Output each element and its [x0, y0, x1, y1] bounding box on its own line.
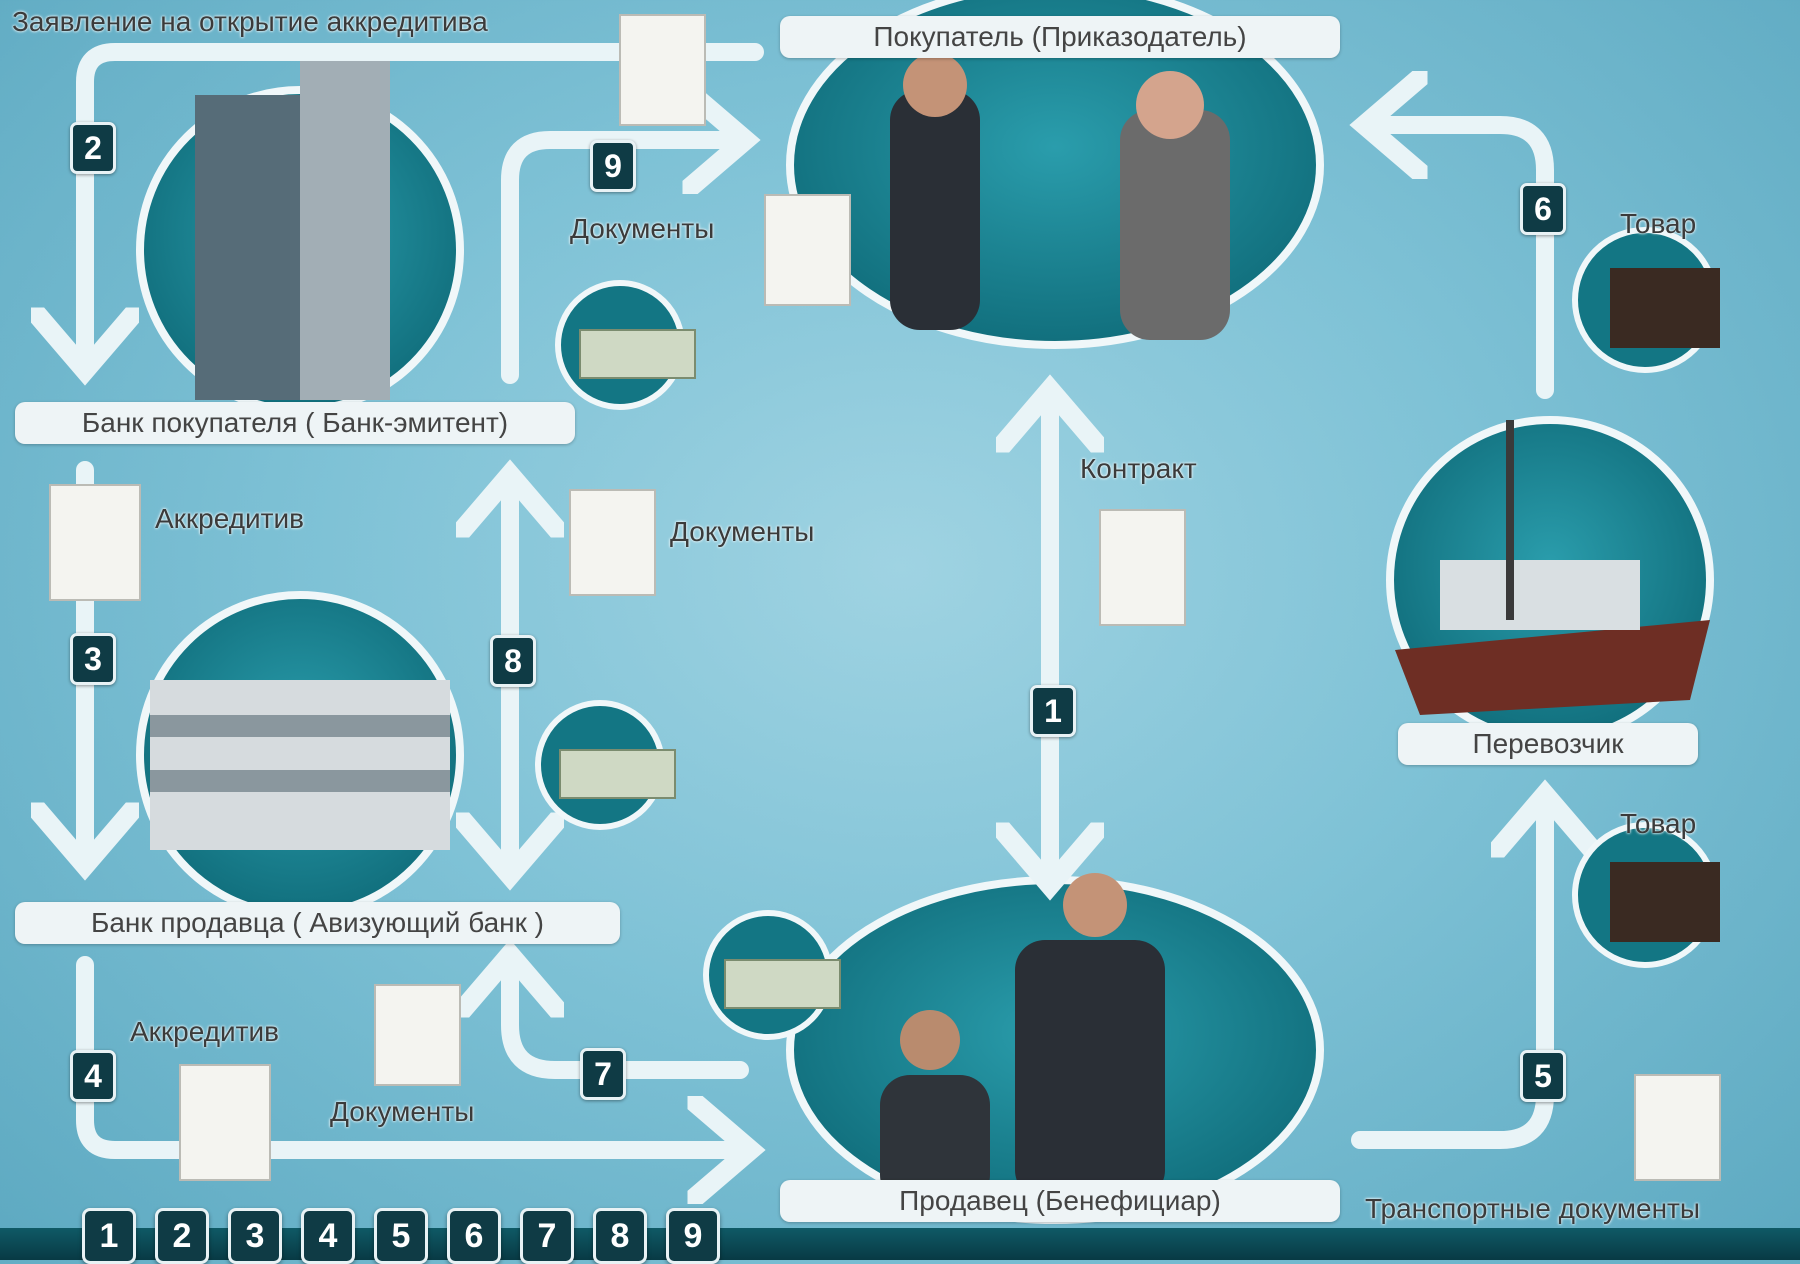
letter-of-credit-label-2: Аккредитив [130, 1016, 280, 1047]
seller-bank-photo [136, 591, 464, 919]
document-icon [619, 14, 706, 126]
document-icon [49, 484, 141, 601]
money-icon [555, 280, 696, 410]
money-icon [535, 700, 676, 830]
nav-step-1-button[interactable]: 1 [82, 1208, 136, 1264]
document-icon [569, 489, 656, 596]
nav-step-8-button[interactable]: 8 [593, 1208, 647, 1264]
goods-box-icon [1572, 227, 1720, 373]
step-badge-5: 5 [1520, 1050, 1566, 1102]
document-icon [764, 194, 851, 306]
step-badge-2: 2 [70, 122, 116, 174]
nav-step-9-button[interactable]: 9 [666, 1208, 720, 1264]
goods-label-bottom: Товар [1620, 808, 1697, 839]
step-badge-1: 1 [1030, 685, 1076, 737]
step-badge-8: 8 [490, 635, 536, 687]
arrow-step-7 [510, 960, 749, 1079]
step-badge-7: 7 [580, 1048, 626, 1100]
goods-box-icon [1572, 822, 1720, 968]
arrow-step-2 [85, 43, 764, 365]
bottom-navbar [0, 1228, 1800, 1260]
documents-label-top: Документы [570, 213, 715, 244]
nav-step-4-button[interactable]: 4 [301, 1208, 355, 1264]
buyer-label: Покупатель (Приказодатель) [780, 16, 1340, 58]
application-label: Заявление на открытие аккредитива [12, 6, 488, 37]
goods-label-top: Товар [1620, 208, 1697, 239]
nav-step-5-button[interactable]: 5 [374, 1208, 428, 1264]
document-icon [179, 1064, 271, 1181]
money-icon [703, 910, 841, 1040]
arrow-step-6 [1370, 125, 1554, 399]
carrier-photo [1386, 416, 1714, 744]
step-badge-6: 6 [1520, 183, 1566, 235]
document-icon [1634, 1074, 1721, 1181]
nav-step-6-button[interactable]: 6 [447, 1208, 501, 1264]
nav-step-3-button[interactable]: 3 [228, 1208, 282, 1264]
documents-label-mid: Документы [670, 516, 815, 547]
documents-label-bottom: Документы [330, 1096, 475, 1127]
contract-label: Контракт [1080, 453, 1197, 484]
arrow-step-5 [1351, 800, 1545, 1149]
document-icon [374, 984, 461, 1086]
arrow-step-4 [76, 956, 745, 1150]
arrow-step-9 [501, 140, 740, 384]
letter-of-credit-label-1: Аккредитив [155, 503, 305, 534]
carrier-label: Перевозчик [1398, 723, 1698, 765]
seller-label: Продавец (Бенефициар) [780, 1180, 1340, 1222]
transport-docs-label: Транспортные документы [1365, 1193, 1700, 1224]
nav-step-2-button[interactable]: 2 [155, 1208, 209, 1264]
nav-step-7-button[interactable]: 7 [520, 1208, 574, 1264]
seller-bank-label: Банк продавца ( Авизующий банк ) [15, 902, 620, 944]
step-badge-3: 3 [70, 633, 116, 685]
contract-document-icon [1099, 509, 1186, 626]
buyer-bank-photo [136, 60, 464, 414]
buyer-bank-label: Банк покупателя ( Банк-эмитент) [15, 402, 575, 444]
step-badge-9: 9 [590, 140, 636, 192]
buyer-photo [786, 0, 1324, 349]
step-badge-4: 4 [70, 1050, 116, 1102]
seller-photo [786, 873, 1324, 1224]
